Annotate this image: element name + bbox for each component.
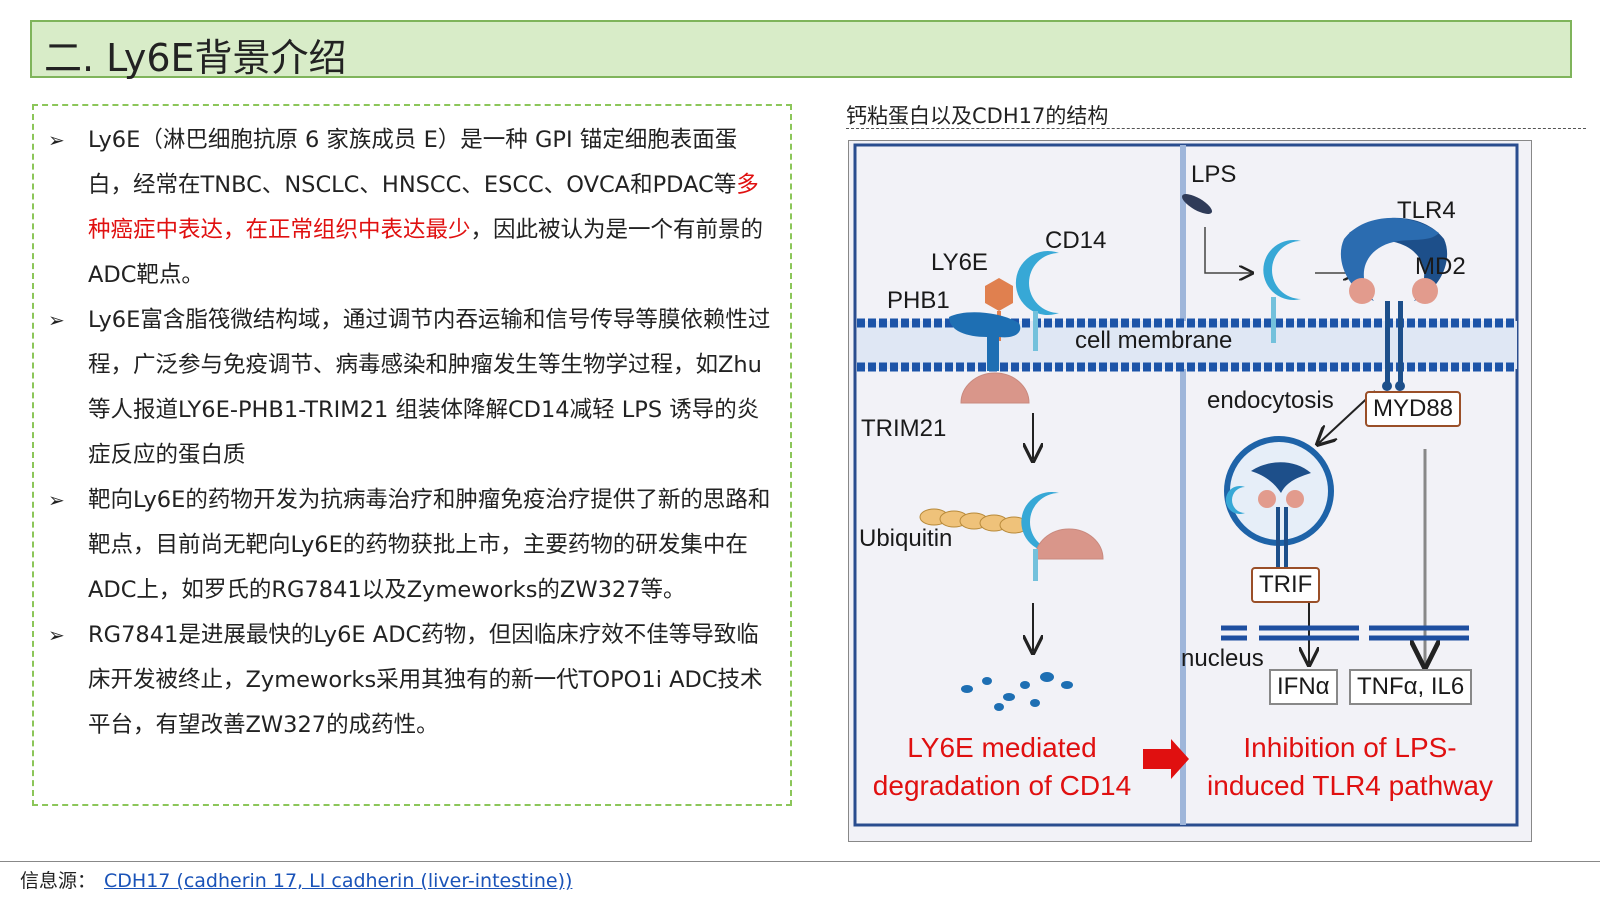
left-caption-line: degradation of CD14 [872, 770, 1132, 801]
lps-molecule-icon [1181, 194, 1213, 214]
arrow-bullet-icon: ➢ [48, 488, 65, 512]
myd88-box: MYD88 [1365, 391, 1462, 427]
right-panel-caption: Inhibition of LPS- induced TLR4 pathway [1185, 729, 1515, 805]
lps-label: LPS [1191, 161, 1237, 188]
caption-divider [846, 128, 1586, 129]
bullet-panel: ➢ Ly6E（淋巴细胞抗原 6 家族成员 E）是一种 GPI 锚定细胞表面蛋白，… [32, 104, 792, 806]
pathway-diagram [853, 143, 1519, 827]
right-caption-line: induced TLR4 pathway [1207, 770, 1493, 801]
tlr4-label: TLR4 [1397, 197, 1456, 224]
ifna-box: IFNα [1269, 669, 1338, 705]
left-caption-line: LY6E mediated [907, 732, 1097, 763]
endocytosis-label: endocytosis [1207, 387, 1334, 414]
trif-box: TRIF [1251, 567, 1321, 603]
dna-icon [1221, 625, 1469, 641]
pathway-figure: LPS TLR4 MD2 CD14 LY6E PHB1 cell membran… [848, 140, 1532, 842]
source-link[interactable]: CDH17 (cadherin 17, LI cadherin (liver-i… [104, 870, 573, 892]
source-label: 信息源： [20, 870, 97, 892]
bullet-text: RG7841是进展最快的Ly6E ADC药物，但因临床疗效不佳等导致临床开发被终… [88, 622, 763, 738]
ly6e-label: LY6E [931, 249, 988, 276]
md2-label: MD2 [1415, 253, 1466, 280]
figure-caption: 钙粘蛋白以及CDH17的结构 [846, 104, 1109, 128]
arrow-icon [1204, 227, 1251, 273]
bullet-text: ，因此被认为是一个有前景的ADC靶点。 [88, 217, 764, 288]
slide-title: 二. Ly6E背景介绍 [44, 36, 347, 80]
source-line: 信息源： CDH17 (cadherin 17, LI cadherin (liv… [20, 866, 572, 893]
phb1-label: PHB1 [887, 287, 950, 314]
bullet-highlight: 多种癌症中表达，在正常组织中表达最少 [88, 172, 759, 243]
tlr4-md2-complex-icon [1340, 217, 1448, 391]
arrow-bullet-icon: ➢ [48, 623, 65, 647]
bullet-text: 靶向Ly6E的药物开发为抗病毒治疗和肿瘤免疫治疗提供了新的思路和靶点，目前尚无靶… [88, 487, 771, 603]
arrow-bullet-icon: ➢ [48, 308, 65, 332]
endosome-icon [1224, 436, 1334, 567]
cd14-right-icon [1263, 240, 1301, 300]
cd14-label: CD14 [1045, 227, 1107, 254]
trim21-label: TRIM21 [861, 415, 947, 442]
degraded-fragments-icon [961, 672, 1073, 711]
bullet-item: ➢ 靶向Ly6E的药物开发为抗病毒治疗和肿瘤免疫治疗提供了新的思路和靶点，目前尚… [46, 478, 776, 613]
bullet-item: ➢ Ly6E富含脂筏微结构域，通过调节内吞运输和信号传导等膜依赖性过程，广泛参与… [46, 298, 776, 478]
bullet-item: ➢ RG7841是进展最快的Ly6E ADC药物，但因临床疗效不佳等导致临床开发… [46, 613, 776, 748]
red-arrow-icon [1143, 739, 1189, 779]
slide-title-bar: 二. Ly6E背景介绍 [30, 20, 1572, 80]
left-panel-caption: LY6E mediated degradation of CD14 [857, 729, 1147, 805]
ly6e-complex-icon [949, 251, 1059, 404]
bullet-text: Ly6E富含脂筏微结构域，通过调节内吞运输和信号传导等膜依赖性过程，广泛参与免疫… [88, 307, 771, 468]
bullet-list: ➢ Ly6E（淋巴细胞抗原 6 家族成员 E）是一种 GPI 锚定细胞表面蛋白，… [46, 118, 776, 748]
arrow-bullet-icon: ➢ [48, 128, 65, 152]
bullet-text: Ly6E（淋巴细胞抗原 6 家族成员 E）是一种 GPI 锚定细胞表面蛋白，经常… [88, 127, 738, 198]
ubiquitin-chain-icon [919, 492, 1104, 581]
nucleus-label: nucleus [1181, 645, 1264, 672]
cell-membrane-label: cell membrane [1075, 327, 1233, 354]
right-caption-line: Inhibition of LPS- [1243, 732, 1457, 763]
ubiquitin-label: Ubiquitin [859, 525, 953, 552]
tnfa-il6-box: TNFα, IL6 [1349, 669, 1473, 705]
bullet-item: ➢ Ly6E（淋巴细胞抗原 6 家族成员 E）是一种 GPI 锚定细胞表面蛋白，… [46, 118, 776, 298]
footer-divider [0, 861, 1600, 862]
